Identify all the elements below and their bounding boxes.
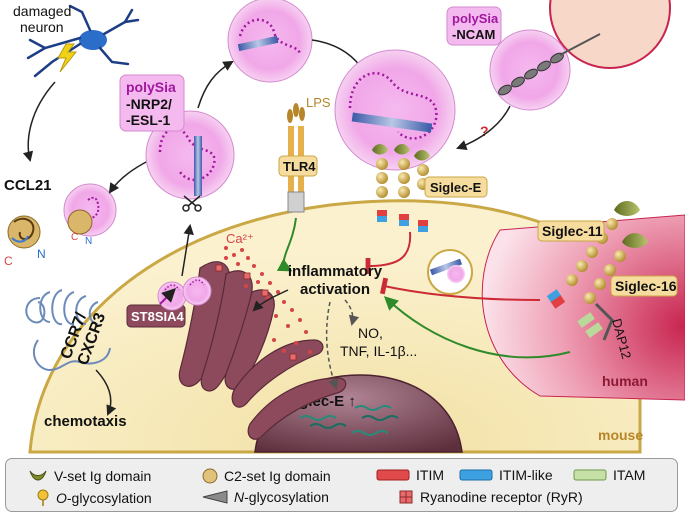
legend-item-n-glyco: N-glycosylation [202,489,329,505]
complex-n-label: N [85,236,92,247]
polysia-to-ccl21-arrow [108,159,151,194]
damaged-neuron-label: damaged neuron [13,3,75,35]
siglec-11-label: Siglec-11 [542,223,603,239]
siglec-e-inhibition [365,231,412,275]
c-terminus-label: C [4,254,13,268]
ncam-to-siglec-arrow [456,105,511,151]
neighbor-cell [549,0,671,69]
st8sia4-box [126,304,186,328]
itim-like-icon [459,469,493,481]
siglec-16-activation [383,296,571,359]
mouse-label: mouse [598,427,643,443]
legend-label-ryr: Ryanodine receptor (RyR) [420,489,583,505]
human-label: human [602,373,648,389]
ccl21-polysia-complex [63,183,117,237]
siglec-e-label: Siglec-E [430,180,482,195]
tlr4-label: TLR4 [283,159,316,174]
receptor-to-chemotaxis-arrow [95,369,117,416]
activation-to-nucleus-arrow [325,301,339,390]
mrna-strands [299,405,399,436]
question-mark: ? [480,123,489,139]
nrp2-stalk [194,136,202,196]
calcium-ions [224,246,312,354]
siglec-e-receptors-icon [372,144,430,232]
polysia-ncam-box [446,6,502,46]
lps-label: LPS [306,95,331,110]
st8sia4-to-membrane-arrow [181,223,194,277]
ccr7-cxcr3-receptor-icon [25,289,111,372]
st8sia4-arrow [159,288,176,305]
tlr4-label-box [278,155,318,177]
polysia-nrp2-line3: -ESL-1 [126,112,171,128]
legend: V-set Ig domain C2-set Ig domain ITIM IT… [5,458,678,512]
legend-item-itim: ITIM [376,467,444,483]
lightning-icon [57,43,78,73]
legend-label-itim: ITIM [416,467,444,483]
legend-label-n-glyco: N-glycosylation [234,489,329,505]
legend-label-c2set: C2-set Ig domain [224,468,331,484]
tlr4-to-inflammation-arrow [276,217,297,272]
legend-label-vset: V-set Ig domain [54,468,152,484]
n-glycosylation-icon [202,490,228,504]
o-glycosylation-icon [37,489,49,506]
ccl21-chemokine-icon [7,215,41,249]
legend-item-ryr: Ryanodine receptor (RyR) [398,489,583,505]
c2-set-ig-domain-icon [202,468,218,484]
siglec-polysia-sphere [334,49,456,171]
polysia-ncam-title: polySia [452,11,499,26]
released-nrp2-fragment [237,35,279,52]
v-set-ig-domain-icon [29,470,47,481]
human-microglia-cell [481,214,685,401]
damaged-neuron-icon [26,4,140,78]
released-polysia-chain [238,18,302,55]
polysia-nrp2-sphere [145,110,235,200]
siglec-16-label: Siglec-16 [615,278,677,294]
bound-nrp2-rod [351,112,433,133]
itam-icon [573,469,607,481]
polysia-nrp2-title: polySia [126,79,176,95]
legend-label-o-glyco: O-glycosylation [56,490,152,506]
legend-item-itam: ITAM [573,467,645,483]
legend-label-itim-like: ITIM-like [499,467,553,483]
siglec-11-16-receptors-icon [546,201,648,341]
itim-icon [376,469,410,481]
complex-c-label: C [71,232,78,243]
polysia-nrp2-box [119,74,185,132]
ncam-chain-icon [498,33,601,96]
internalized-polysia-vesicle [427,249,473,295]
calcium-label: Ca²⁺ [226,231,254,246]
siglec-16-box [610,275,678,297]
ccl21-label: CCL21 [4,177,52,194]
legend-label-itam: ITAM [613,467,646,483]
membrane-to-top-arrow [197,60,234,109]
polysia-nrp2-line2: -NRP2/ [126,96,172,112]
chemotaxis-label: chemotaxis [44,413,127,430]
legend-item-vset: V-set Ig domain [28,467,151,485]
siglec-11-inhibition [379,277,541,301]
golgi-apparatus [178,261,347,440]
polysia-ncam-line2: -NCAM [452,27,495,42]
siglec-11-box [537,220,605,242]
neuron-to-ccl21-arrow [22,81,56,163]
legend-item-itim-like: ITIM-like [459,467,553,483]
mediators-label: NO,TNF, IL-1β... [340,325,417,359]
activation-to-golgi-arrow [252,289,289,312]
siglec-polysia-chain [348,72,438,140]
lps-molecules-icon [287,103,305,123]
legend-item-c2set: C2-set Ig domain [202,467,331,485]
scissors-icon [182,195,202,212]
st8sia4-label: ST8SIA4 [131,309,185,324]
ryanodine-receptors [215,264,297,361]
n-terminus-label: N [37,247,46,261]
siglec-e-box [424,176,488,198]
legend-item-o-glyco: O-glycosylation [36,489,152,507]
activation-to-mediators-arrow [344,299,360,327]
ryanodine-receptor-icon [399,490,413,504]
